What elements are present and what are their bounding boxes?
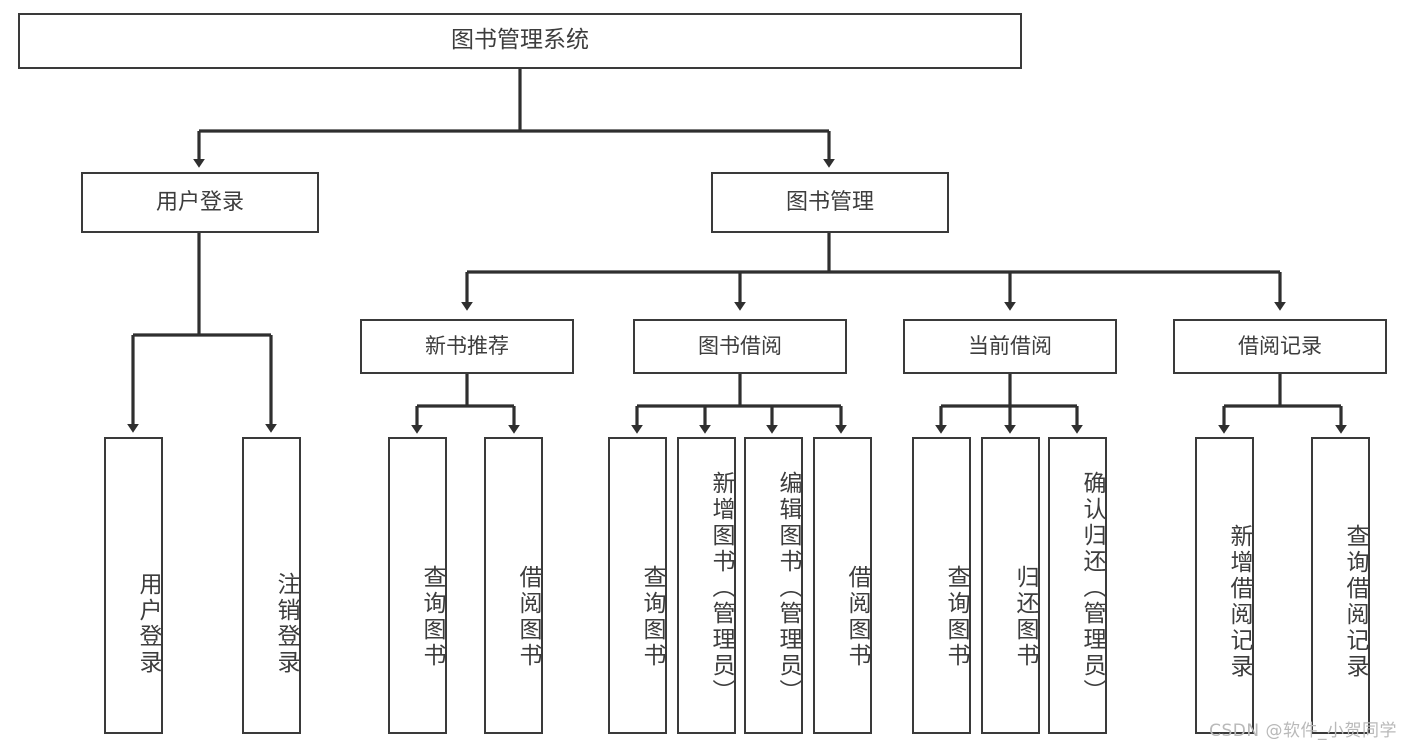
leaf-edit-book-admin[interactable]: 编辑图书（管理员） xyxy=(744,437,803,734)
leaf-query-book-recommend[interactable]: 查询图书 xyxy=(388,437,447,734)
node-root-system[interactable]: 图书管理系统 xyxy=(18,13,1022,69)
node-current-borrow[interactable]: 当前借阅 xyxy=(903,319,1117,374)
node-label: 图书管理系统 xyxy=(451,27,589,54)
node-label: 查询图书 xyxy=(419,564,445,669)
node-label: 新增图书（管理员） xyxy=(708,470,734,705)
node-label: 新书推荐 xyxy=(425,334,509,359)
node-label: 用户登录 xyxy=(155,189,244,215)
node-label: 用户登录 xyxy=(135,571,161,676)
leaf-add-borrow-record[interactable]: 新增借阅记录 xyxy=(1195,437,1254,734)
node-borrow-records[interactable]: 借阅记录 xyxy=(1173,319,1387,374)
node-label: 注销登录 xyxy=(273,571,299,676)
node-label: 归还图书 xyxy=(1012,564,1038,669)
node-book-borrow[interactable]: 图书借阅 xyxy=(633,319,847,374)
node-label: 编辑图书（管理员） xyxy=(775,470,801,705)
leaf-add-book-admin[interactable]: 新增图书（管理员） xyxy=(677,437,736,734)
watermark: CSDN @软件_小贺同学 xyxy=(1209,721,1397,741)
node-label: 图书借阅 xyxy=(698,334,782,359)
node-label: 确认归还（管理员） xyxy=(1079,470,1105,705)
leaf-query-book-current[interactable]: 查询图书 xyxy=(912,437,971,734)
node-label: 借阅记录 xyxy=(1238,334,1322,359)
node-label: 查询图书 xyxy=(943,564,969,669)
node-label: 图书管理 xyxy=(785,189,874,215)
leaf-confirm-return-admin[interactable]: 确认归还（管理员） xyxy=(1048,437,1107,734)
leaf-query-book-borrow[interactable]: 查询图书 xyxy=(608,437,667,734)
node-label: 新增借阅记录 xyxy=(1226,523,1252,680)
node-label: 查询图书 xyxy=(639,564,665,669)
leaf-query-borrow-record[interactable]: 查询借阅记录 xyxy=(1311,437,1370,734)
leaf-return-book[interactable]: 归还图书 xyxy=(981,437,1040,734)
node-book-management[interactable]: 图书管理 xyxy=(711,172,949,233)
node-label: 查询借阅记录 xyxy=(1342,523,1368,680)
node-label: 借阅图书 xyxy=(515,564,541,669)
node-user-login[interactable]: 用户登录 xyxy=(81,172,319,233)
node-label: 借阅图书 xyxy=(844,564,870,669)
leaf-user-logout[interactable]: 注销登录 xyxy=(242,437,301,734)
node-new-book-recommend[interactable]: 新书推荐 xyxy=(360,319,574,374)
leaf-borrow-book[interactable]: 借阅图书 xyxy=(813,437,872,734)
leaf-user-login[interactable]: 用户登录 xyxy=(104,437,163,734)
node-label: 当前借阅 xyxy=(968,334,1052,359)
leaf-borrow-book-recommend[interactable]: 借阅图书 xyxy=(484,437,543,734)
